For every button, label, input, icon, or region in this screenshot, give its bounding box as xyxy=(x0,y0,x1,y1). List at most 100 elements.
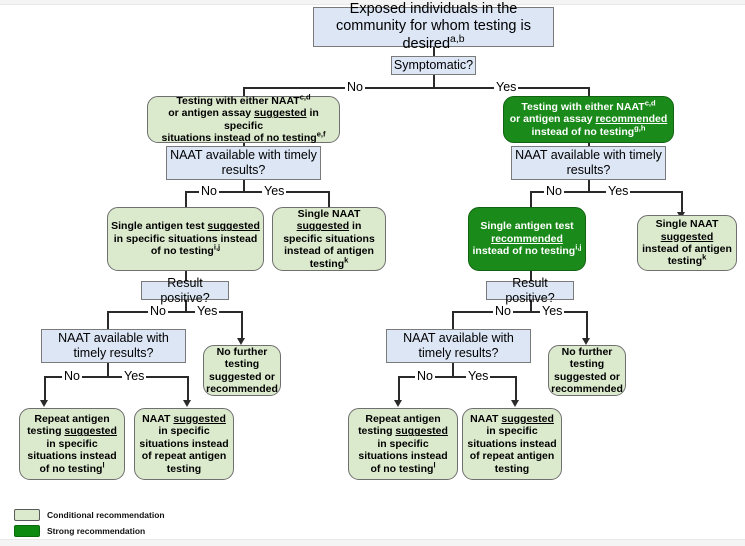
edge-label-right-naat2-yes: Yes xyxy=(466,369,491,383)
legend-swatch-conditional xyxy=(14,509,40,521)
node-left-repeat-antigen-b: suggested xyxy=(64,425,117,438)
node-right-testing-recommended: Testing with either NAATc,d or antigen a… xyxy=(503,96,674,143)
node-left-naat-available-2: NAAT available with timely results? xyxy=(41,329,186,363)
connector-left-naat2-bar xyxy=(44,376,188,378)
connector-right-result-bar xyxy=(452,311,587,313)
node-left-naat-repeat: NAAT suggested in specific situations in… xyxy=(134,408,234,480)
legend-swatch-strong xyxy=(14,525,40,537)
node-right-result-positive: Result positive? xyxy=(486,276,574,305)
node-right-testing-line3: instead of no testing xyxy=(531,125,635,138)
edge-label-right-result-yes: Yes xyxy=(540,304,565,318)
legend-label-conditional: Conditional recommendation xyxy=(47,510,165,520)
edge-label-right-result-no: No xyxy=(493,304,513,318)
node-right-single-naat-b: suggested xyxy=(660,230,714,243)
node-right-single-antigen-a: Single antigen test xyxy=(480,220,574,233)
connector-right-antigen-to-result xyxy=(530,271,532,281)
connector-left-naat2-yes-drop xyxy=(187,376,189,402)
connector-right-naat2-stem xyxy=(452,363,454,377)
connector-left-naat2-no-drop xyxy=(44,376,46,402)
arrowhead-right-repeat-antigen xyxy=(394,400,402,407)
connector-right-naat-stem xyxy=(588,180,590,192)
node-left-testing-sup2: e,f xyxy=(316,129,326,139)
connector-left-naat-yes-drop xyxy=(328,191,330,207)
node-left-single-antigen: Single antigen test suggested in specifi… xyxy=(107,207,264,271)
node-right-single-naat: Single NAAT suggested instead of antigen… xyxy=(637,215,737,271)
node-right-repeat-antigen-sup: l xyxy=(433,460,436,470)
node-left-testing-suggested: Testing with either NAATc,d or antigen a… xyxy=(147,93,340,144)
arrowhead-left-naat-repeat xyxy=(183,400,191,407)
node-right-repeat-antigen-c: in specific situations instead of no tes… xyxy=(358,437,448,475)
node-left-naat-available: NAAT available with timely results? xyxy=(166,146,321,180)
node-left-single-antigen-a: Single antigen test xyxy=(111,220,208,233)
node-entry-text: Exposed individuals in the community for… xyxy=(335,1,531,52)
connector-right-naat-no-drop xyxy=(530,191,532,207)
edge-label-left-naat-no: No xyxy=(199,184,219,198)
connector-left-result-yes-drop xyxy=(241,311,243,340)
node-left-single-antigen-sup: i,j xyxy=(213,242,221,252)
node-left-single-naat-sup: k xyxy=(344,255,349,265)
connector-right-result-stem xyxy=(530,300,532,312)
connector-left-naat-no-drop xyxy=(185,191,187,207)
node-right-naat-available: NAAT available with timely results? xyxy=(511,146,666,180)
edge-label-symptomatic-yes: Yes xyxy=(494,80,519,94)
edge-label-right-naat-no: No xyxy=(544,184,564,198)
connector-left-result-bar xyxy=(107,311,242,313)
connector-left-naat-bar xyxy=(185,191,329,193)
connector-entry-to-symptomatic xyxy=(433,47,435,56)
node-left-repeat-antigen-sup: l xyxy=(102,460,105,470)
node-entry: Exposed individuals in the community for… xyxy=(313,1,554,52)
arrowhead-left-repeat-antigen xyxy=(40,400,48,407)
node-left-naat-repeat-a: NAAT xyxy=(142,413,174,426)
node-right-testing-sup1: c,d xyxy=(644,98,656,108)
node-left-testing-line2b: suggested xyxy=(254,107,307,120)
node-right-single-antigen-c: instead of no testing xyxy=(472,245,576,258)
node-left-naat-available-text: NAAT available with timely results? xyxy=(170,148,317,177)
node-left-testing-line1: Testing with either NAAT xyxy=(176,94,300,107)
node-right-naat-repeat-c: in specific situations instead of repeat… xyxy=(467,425,557,475)
edge-label-left-naat2-yes: Yes xyxy=(122,369,147,383)
connector-symptomatic-left-drop xyxy=(243,87,245,96)
node-right-naat-repeat: NAAT suggested in specific situations in… xyxy=(462,408,562,480)
legend-label-strong: Strong recommendation xyxy=(47,526,146,536)
node-left-testing-line2a: or antigen assay xyxy=(168,107,255,120)
node-entry-superscript: a,b xyxy=(450,33,465,45)
node-left-single-naat-a: Single NAAT xyxy=(297,208,361,221)
node-left-naat-repeat-c: in specific situations instead of repeat… xyxy=(139,425,229,475)
node-left-repeat-antigen: Repeat antigen testing suggested in spec… xyxy=(19,408,125,480)
legend-item-conditional: Conditional recommendation xyxy=(14,509,165,521)
connector-right-naat2-no-drop xyxy=(398,376,400,402)
node-left-no-further-testing-text: No further testing suggested or recommen… xyxy=(206,345,278,395)
node-right-single-naat-a: Single NAAT xyxy=(655,218,719,231)
node-right-testing-line2b: recommended xyxy=(595,113,668,126)
connector-symptomatic-stem xyxy=(433,75,435,88)
node-left-repeat-antigen-a: Repeat antigen testing xyxy=(27,413,110,438)
connector-left-antigen-to-result xyxy=(185,271,187,281)
node-left-no-further-testing: No further testing suggested or recommen… xyxy=(203,345,281,396)
node-right-naat-available-2: NAAT available with timely results? xyxy=(386,329,531,363)
connector-left-result-no-drop xyxy=(107,311,109,329)
edge-label-right-naat2-no: No xyxy=(415,369,435,383)
node-right-no-further-testing: No further testing suggested or recommen… xyxy=(548,345,626,396)
node-symptomatic: Symptomatic? xyxy=(391,56,476,75)
node-left-single-naat-b: suggested xyxy=(296,220,350,233)
node-right-naat-repeat-b: suggested xyxy=(501,413,554,426)
node-left-repeat-antigen-c: in specific situations instead of no tes… xyxy=(27,437,117,475)
node-right-naat-available-text: NAAT available with timely results? xyxy=(515,148,662,177)
node-right-single-antigen: Single antigen test recommended instead … xyxy=(468,207,586,271)
node-right-repeat-antigen: Repeat antigen testing suggested in spec… xyxy=(348,408,458,480)
connector-right-result-yes-drop xyxy=(586,311,588,340)
node-left-result-positive-text: Result positive? xyxy=(160,275,210,305)
node-left-testing-sup1: c,d xyxy=(299,92,311,102)
connector-left-result-stem xyxy=(185,300,187,312)
connector-right-result-no-drop xyxy=(452,311,454,329)
edge-label-left-result-no: No xyxy=(148,304,168,318)
node-left-result-positive: Result positive? xyxy=(141,276,229,305)
connector-left-naat2-stem xyxy=(107,363,109,377)
connector-symptomatic-right-drop xyxy=(588,87,590,96)
node-left-testing-line3: situations instead of no testing xyxy=(161,131,317,144)
node-right-naat-repeat-a: NAAT xyxy=(470,413,502,426)
node-left-single-antigen-c: in specific situations instead of no tes… xyxy=(113,232,258,258)
node-left-single-naat-c: in specific situations instead of antige… xyxy=(283,220,375,270)
connector-left-naat-stem xyxy=(243,180,245,192)
